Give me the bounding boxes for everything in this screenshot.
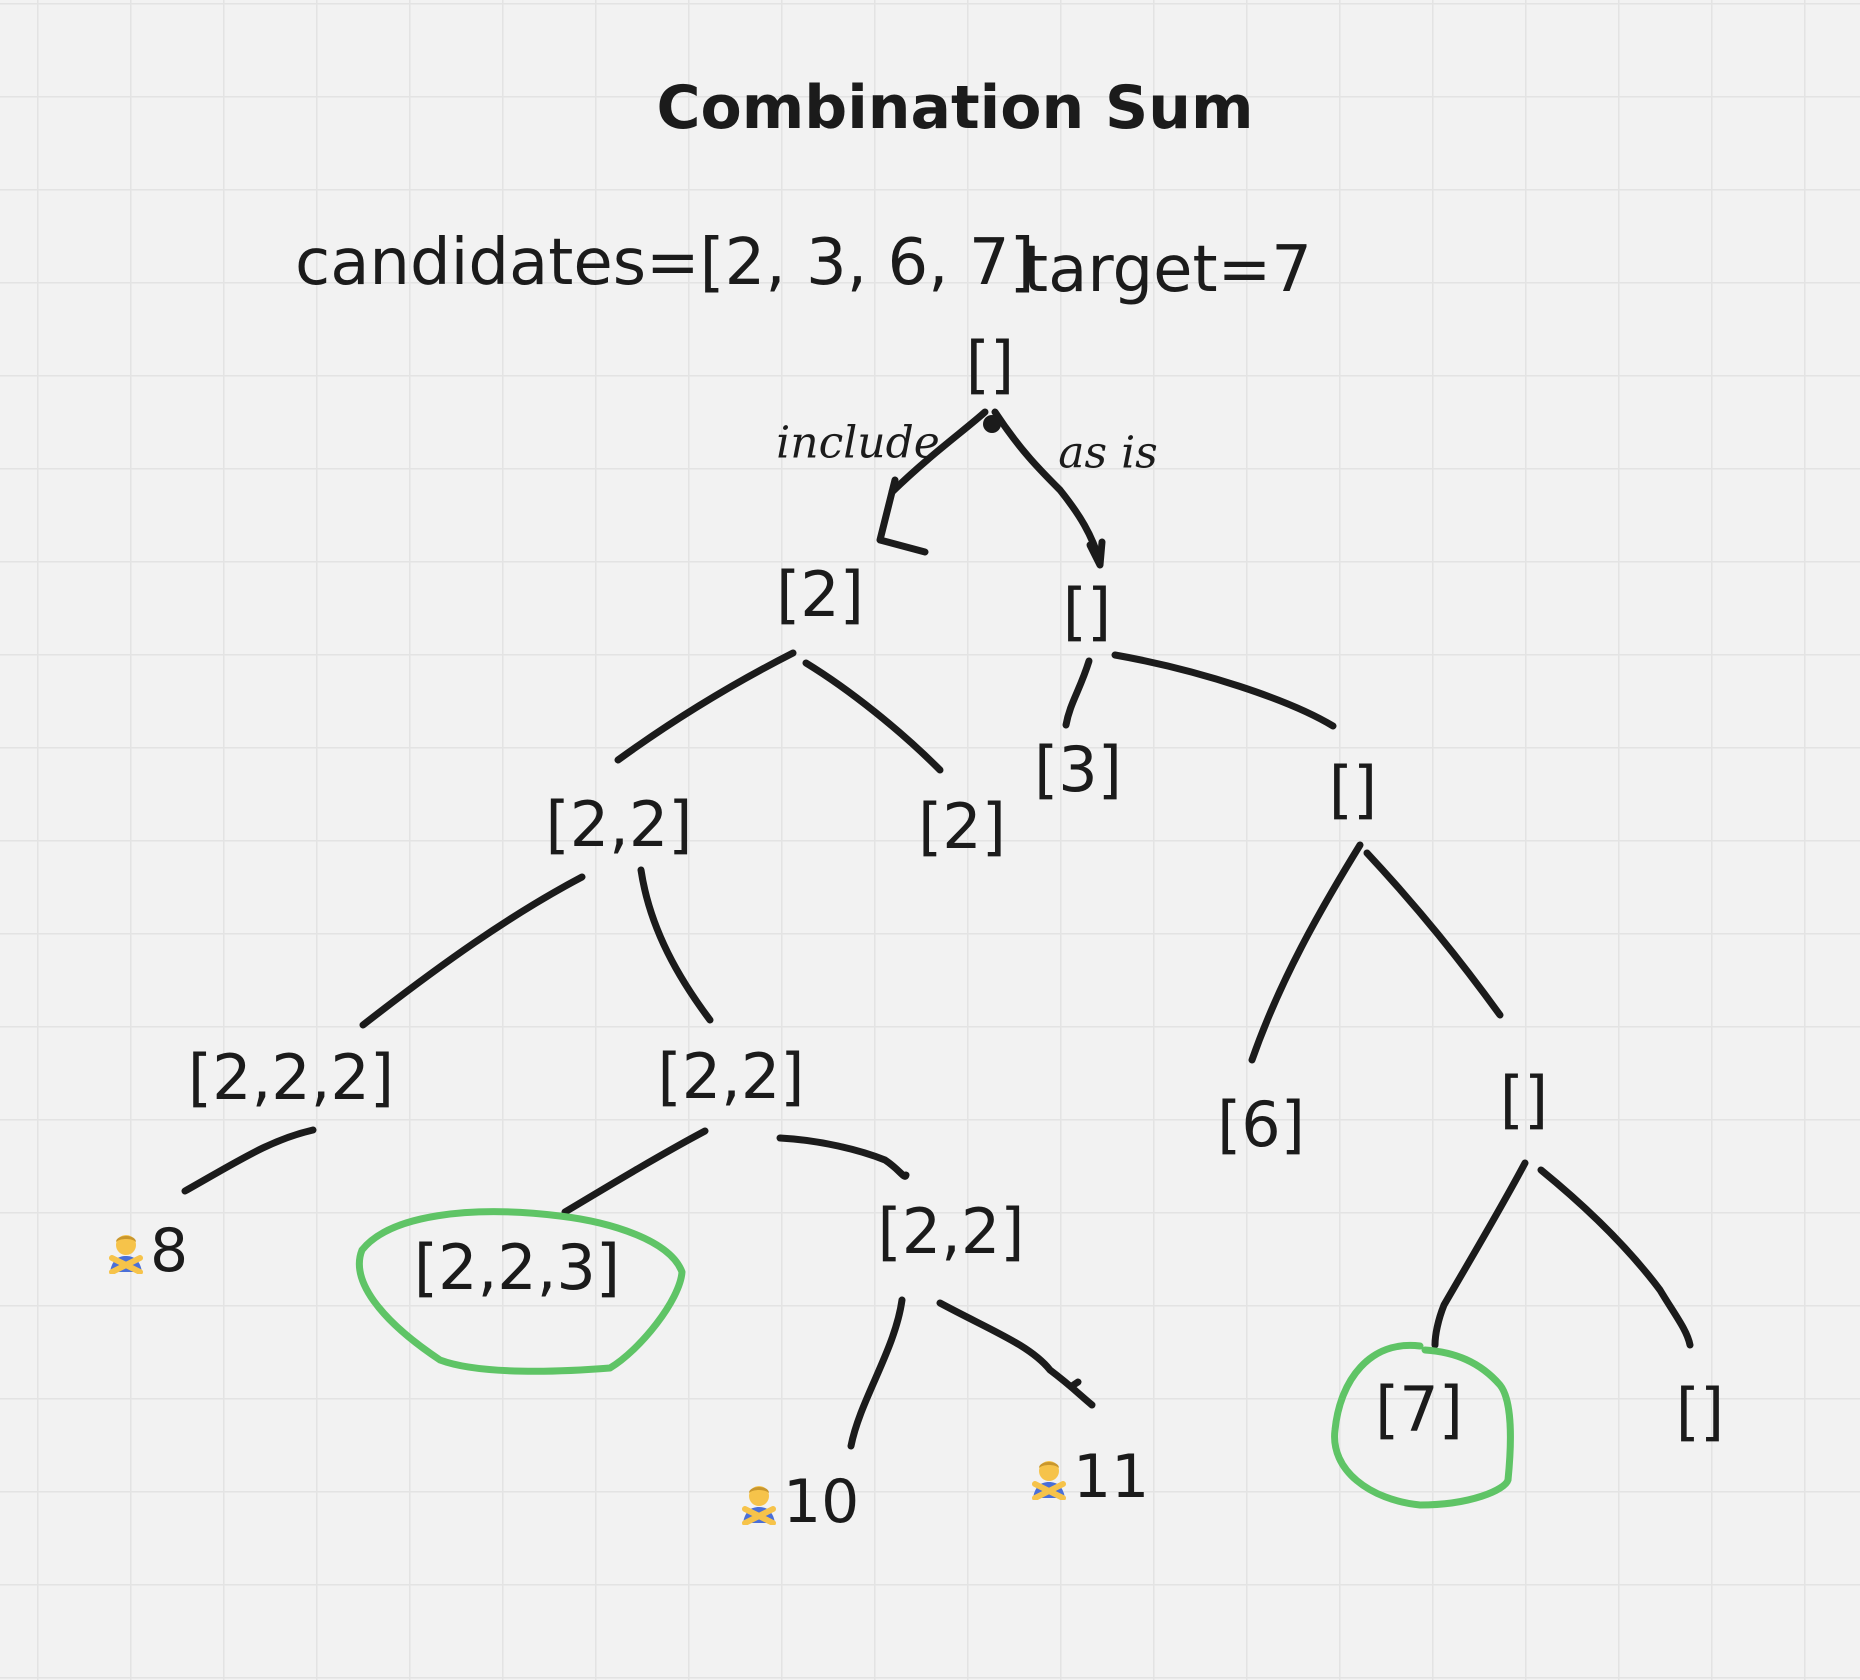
solution-circle-7 <box>1331 1341 1514 1509</box>
include-edge-label: include <box>776 417 940 469</box>
person-gesturing-no-icon <box>109 1235 143 1274</box>
node-l4-c: [7] <box>1375 1373 1463 1446</box>
page-title: Combination Sum <box>656 73 1254 143</box>
arrowhead-include <box>876 476 929 556</box>
edge-22b-to-22c <box>776 1134 910 1180</box>
pruned-leaf-8: 8 <box>104 1216 188 1286</box>
node-l4-d: [] <box>1675 1375 1725 1448</box>
pruned-leaf-10: 10 <box>737 1467 859 1537</box>
node-l1-include: [2] <box>776 558 864 631</box>
node-l3-b: [2,2] <box>657 1040 805 1113</box>
root-dot <box>983 415 1001 433</box>
arrowhead-as-is <box>1086 538 1106 569</box>
node-l2-b: [2] <box>918 790 1006 863</box>
edge-22c-to-11 <box>936 1299 1096 1409</box>
pruned-sum-label: 10 <box>783 1467 860 1537</box>
pruned-leaf-11: 11 <box>1027 1442 1149 1512</box>
edge-empty2-to-6 <box>1248 841 1364 1064</box>
edge-22b-to-223 <box>561 1127 709 1216</box>
edge-2-to-22 <box>614 649 797 764</box>
node-l3-a: [2,2,2] <box>187 1041 395 1114</box>
node-l2-d: [] <box>1328 753 1378 826</box>
node-l3-d: [] <box>1499 1063 1549 1136</box>
edge-include <box>888 408 989 496</box>
pruned-sum-label: 8 <box>150 1216 189 1286</box>
node-l4-a: [2,2,3] <box>413 1231 621 1304</box>
edge-as-is <box>991 408 1104 566</box>
edge-empty3-to-empty4 <box>1537 1166 1694 1349</box>
node-l2-c: [3] <box>1034 733 1122 806</box>
node-l4-b: [2,2] <box>877 1195 1025 1268</box>
edge-empty-to-3 <box>1062 657 1093 729</box>
edge-empty-to-empty <box>1111 651 1337 730</box>
node-l3-c: [6] <box>1217 1088 1305 1161</box>
node-l2-a: [2,2] <box>545 788 693 861</box>
edge-22c-to-10 <box>847 1296 906 1450</box>
edge-empty3-to-7 <box>1431 1159 1529 1349</box>
target-label: target=7 <box>1023 233 1312 307</box>
person-gesturing-no-icon <box>1032 1461 1066 1500</box>
edge-222-to-8 <box>181 1126 317 1195</box>
candidates-label: candidates=[2, 3, 6, 7] <box>295 226 1035 300</box>
as-is-edge-label: as is <box>1058 427 1158 479</box>
person-gesturing-no-icon <box>742 1486 776 1525</box>
edge-2-to-2 <box>802 659 944 774</box>
edge-empty2-to-empty3 <box>1363 849 1504 1019</box>
node-l1-asis: [] <box>1062 575 1112 648</box>
edge-11-tick <box>1068 1378 1082 1390</box>
edge-22-to-222 <box>359 873 586 1029</box>
pruned-sum-label: 11 <box>1073 1442 1150 1512</box>
node-root: [] <box>965 328 1015 401</box>
solution-circle-223 <box>355 1208 686 1375</box>
edge-22-to-22b <box>637 866 714 1024</box>
